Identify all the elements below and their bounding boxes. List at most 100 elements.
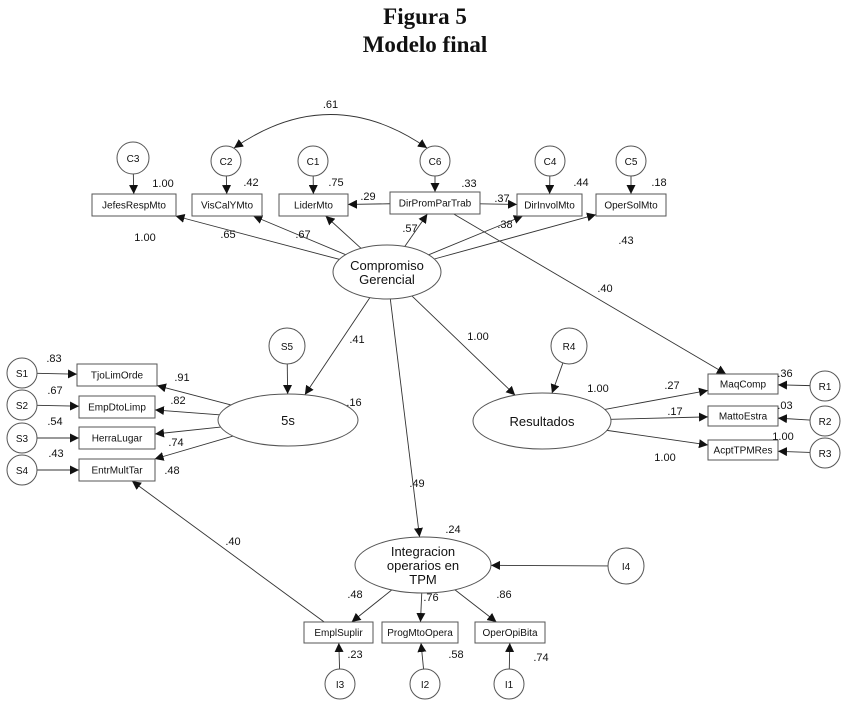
observed-variable-label: OperSolMto — [604, 201, 658, 212]
r-squared-value: .83 — [46, 353, 61, 365]
observed-variable-label: TjoLimOrde — [91, 371, 144, 382]
path-coefficient: .38 — [497, 219, 512, 231]
observed-variable: EmpDtoLimp — [78, 395, 156, 419]
error-term: C6 — [419, 145, 451, 177]
error-term: S4 — [6, 454, 38, 486]
path-arrow — [604, 387, 709, 410]
r-squared-value: .23 — [347, 649, 362, 661]
observed-variable-label: HerraLugar — [92, 434, 143, 445]
r-squared-value: .54 — [47, 416, 62, 428]
path-coefficient: 1.00 — [654, 452, 675, 464]
error-term-label: S2 — [16, 401, 29, 412]
observed-variable: TjoLimOrde — [76, 363, 158, 387]
observed-variable: HerraLugar — [78, 426, 156, 450]
r-squared-value: .58 — [448, 649, 463, 661]
error-arrow — [777, 414, 811, 424]
error-term-label: R2 — [819, 417, 832, 428]
path-coefficient: .57 — [402, 223, 417, 235]
path-arrow — [131, 480, 325, 623]
error-term: C5 — [615, 145, 647, 177]
path-arrow — [610, 412, 709, 422]
r-squared-value: 1.00 — [152, 178, 173, 190]
r-squared-value: .74 — [533, 652, 548, 664]
error-term: S2 — [6, 389, 38, 421]
path-arrow — [154, 426, 221, 438]
error-term-label: R3 — [819, 449, 832, 460]
latent-variable-label: Resultados — [509, 414, 575, 429]
observed-variable: DirInvolMto — [516, 193, 583, 217]
observed-variable-label: MattoEstra — [719, 412, 768, 423]
error-term-label: I3 — [336, 680, 345, 691]
path-coefficient: .37 — [494, 193, 509, 205]
observed-variable-label: ProgMtoOpera — [387, 628, 453, 639]
path-arrow — [253, 215, 346, 256]
observed-variable: AcptTPMRes — [707, 439, 779, 461]
error-term-label: C5 — [625, 157, 638, 168]
path-coefficient: .49 — [409, 478, 424, 490]
path-coefficient: .27 — [664, 380, 679, 392]
latent-variable-label: TPM — [409, 572, 436, 587]
error-term: I4 — [607, 547, 645, 585]
error-arrow — [36, 369, 78, 379]
observed-variable: OperOpiBita — [474, 621, 546, 644]
path-coefficient: .76 — [423, 592, 438, 604]
observed-variable: MaqComp — [707, 373, 779, 395]
observed-variable: OperSolMto — [595, 193, 667, 217]
path-arrow — [156, 383, 231, 406]
figure-subtitle: Modelo final — [362, 32, 488, 57]
path-arrow — [351, 589, 393, 623]
path-arrow — [454, 589, 497, 623]
observed-variable: EntrMultTar — [78, 458, 156, 482]
r-squared-value: .67 — [47, 385, 62, 397]
error-term-label: C3 — [127, 154, 140, 165]
path-arrow — [304, 297, 371, 396]
path-arrow — [347, 199, 391, 209]
figure-title: Figura 5 — [383, 4, 467, 29]
path-coefficient: .48 — [164, 465, 179, 477]
path-coefficient: .17 — [667, 406, 682, 418]
observed-variable: MattoEstra — [707, 405, 779, 427]
path-arrow — [325, 215, 362, 249]
covariance-arc — [233, 114, 428, 149]
error-term-label: C6 — [429, 157, 442, 168]
error-term: C1 — [297, 145, 329, 177]
error-arrow — [490, 560, 609, 570]
r-squared-value: .44 — [573, 177, 588, 189]
observed-variable-label: EntrMultTar — [91, 466, 143, 477]
observed-variable-label: OperOpiBita — [482, 628, 537, 639]
error-term-label: C2 — [220, 157, 233, 168]
error-term-label: C1 — [307, 157, 320, 168]
observed-variable: DirPromParTrab — [389, 191, 481, 215]
path-arrow — [434, 212, 597, 260]
error-arrow — [777, 447, 811, 457]
path-arrow — [416, 592, 426, 623]
error-term-label: S4 — [16, 466, 29, 477]
r-squared-value: .75 — [328, 177, 343, 189]
error-term-label: R1 — [819, 382, 832, 393]
observed-variable-label: VisCalYMto — [201, 201, 253, 212]
latent-variable-label: Gerencial — [359, 272, 415, 287]
observed-variable-label: DirInvolMto — [524, 201, 575, 212]
observed-variable-label: AcptTPMRes — [714, 446, 773, 457]
error-term-label: C4 — [544, 157, 557, 168]
observed-variable-label: MaqComp — [720, 380, 767, 391]
path-arrow — [606, 429, 709, 449]
observed-variable: EmplSuplir — [303, 621, 374, 644]
path-coefficient: .40 — [597, 283, 612, 295]
latent-variable-label: Integracion — [391, 544, 455, 559]
error-term: S1 — [6, 357, 38, 389]
observed-variable: VisCalYMto — [191, 193, 263, 217]
covariance-coefficient: .61 — [323, 99, 338, 111]
path-arrow — [154, 406, 220, 416]
error-term: I1 — [493, 668, 525, 700]
observed-variable: ProgMtoOpera — [381, 621, 459, 644]
error-arrow — [505, 642, 515, 670]
error-term: C2 — [210, 145, 242, 177]
error-term-label: I1 — [505, 680, 514, 691]
r-squared-value: .18 — [651, 177, 666, 189]
r-squared-value: .33 — [461, 178, 476, 190]
error-arrow — [417, 642, 427, 670]
r-squared-value: .36 — [777, 368, 792, 380]
